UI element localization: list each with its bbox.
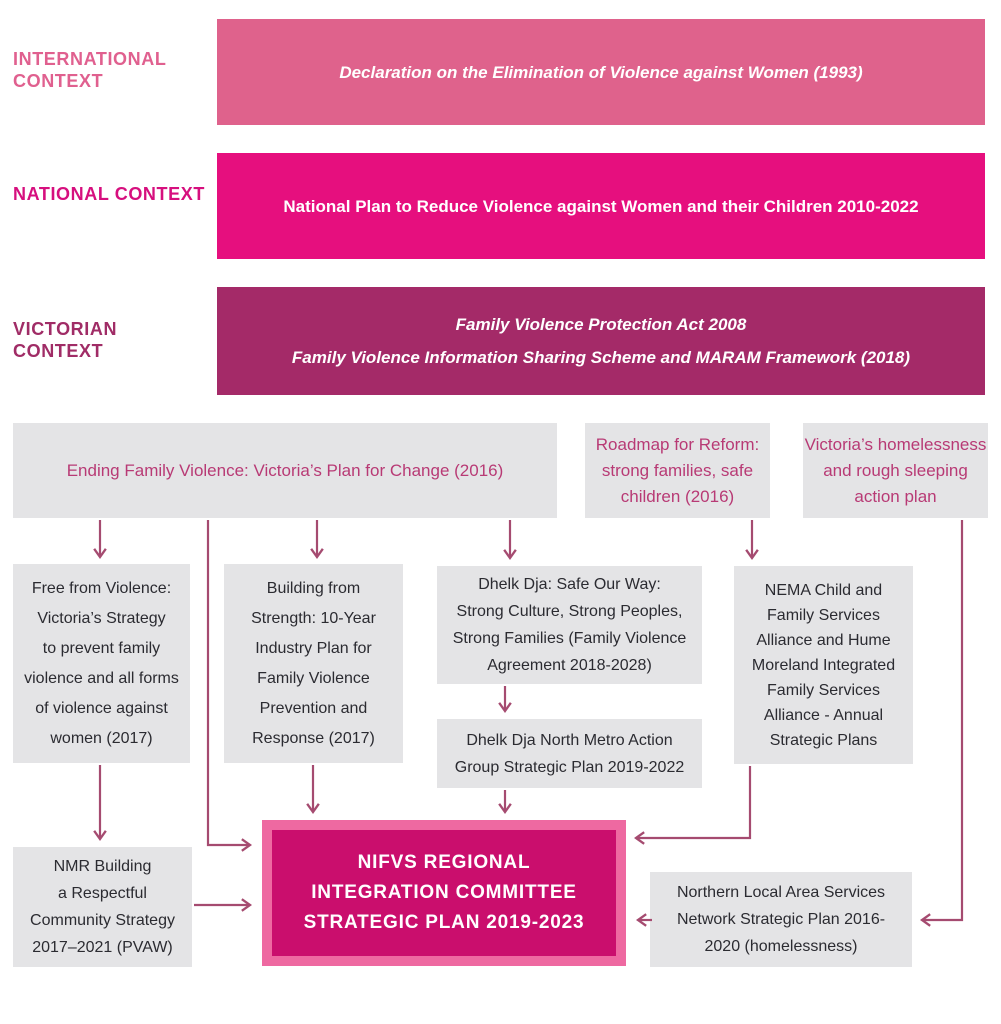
nifvs-strategic-plan-box: NIFVS REGIONAL INTEGRATION COMMITTEE STR… [262, 820, 626, 966]
national-plan-text: National Plan to Reduce Violence against… [283, 196, 919, 216]
plan-free-from-violence-text: Free from Violence: Victoria’s Strategy … [24, 579, 179, 747]
international-context-label: INTERNATIONAL CONTEXT [13, 49, 167, 91]
plan-dhelk-dja: Dhelk Dja: Safe Our Way: Strong Culture,… [437, 566, 702, 684]
nifvs-strategic-plan-text: NIFVS REGIONAL INTEGRATION COMMITTEE STR… [303, 852, 585, 933]
plan-building-from-strength-text: Building from Strength: 10-Year Industry… [251, 579, 376, 747]
plan-ending-family-violence-text: Ending Family Violence: Victoria’s Plan … [66, 460, 504, 480]
plan-free-from-violence: Free from Violence: Victoria’s Strategy … [13, 564, 190, 763]
plan-nema-alliances-text: NEMA Child and Family Services Alliance … [751, 581, 896, 749]
plan-roadmap-for-reform-text: Roadmap for Reform: strong families, saf… [595, 434, 760, 506]
plan-building-from-strength: Building from Strength: 10-Year Industry… [224, 564, 403, 763]
national-context-label: NATIONAL CONTEXT [13, 184, 205, 204]
declaration-text: Declaration on the Elimination of Violen… [339, 62, 863, 82]
plan-northern-local-area-services-text: Northern Local Area Services Network Str… [676, 884, 886, 955]
fv-information-sharing-text: Family Violence Information Sharing Sche… [291, 348, 911, 367]
plan-nmr-respectful-community: NMR Building a Respectful Community Stra… [13, 847, 192, 967]
arrow-homelessness-to-northern [919, 520, 964, 927]
plan-nema-alliances: NEMA Child and Family Services Alliance … [734, 566, 913, 764]
plan-northern-local-area-services: Northern Local Area Services Network Str… [650, 872, 912, 967]
plan-homelessness-action: Victoria’s homelessness and rough sleepi… [803, 423, 988, 518]
victorian-context-label: VICTORIAN CONTEXT [13, 319, 118, 361]
national-context-bar: National Plan to Reduce Violence against… [217, 153, 985, 259]
nifvs-strategic-plan-inner: NIFVS REGIONAL INTEGRATION COMMITTEE STR… [272, 830, 616, 956]
plan-dhelk-dja-north-metro-text: Dhelk Dja North Metro Action Group Strat… [454, 731, 685, 776]
plan-nmr-respectful-community-text: NMR Building a Respectful Community Stra… [30, 858, 175, 956]
plan-dhelk-dja-text: Dhelk Dja: Safe Our Way: Strong Culture,… [452, 576, 687, 674]
international-context-bar: Declaration on the Elimination of Violen… [217, 19, 985, 125]
plan-roadmap-for-reform: Roadmap for Reform: strong families, saf… [585, 423, 770, 518]
plan-ending-family-violence: Ending Family Violence: Victoria’s Plan … [13, 423, 557, 518]
plan-dhelk-dja-north-metro: Dhelk Dja North Metro Action Group Strat… [437, 719, 702, 788]
plan-homelessness-action-text: Victoria’s homelessness and rough sleepi… [804, 434, 987, 506]
fv-protection-act-text: Family Violence Protection Act 2008 [455, 315, 747, 334]
victorian-context-bar: Family Violence Protection Act 2008 Fami… [217, 287, 985, 395]
